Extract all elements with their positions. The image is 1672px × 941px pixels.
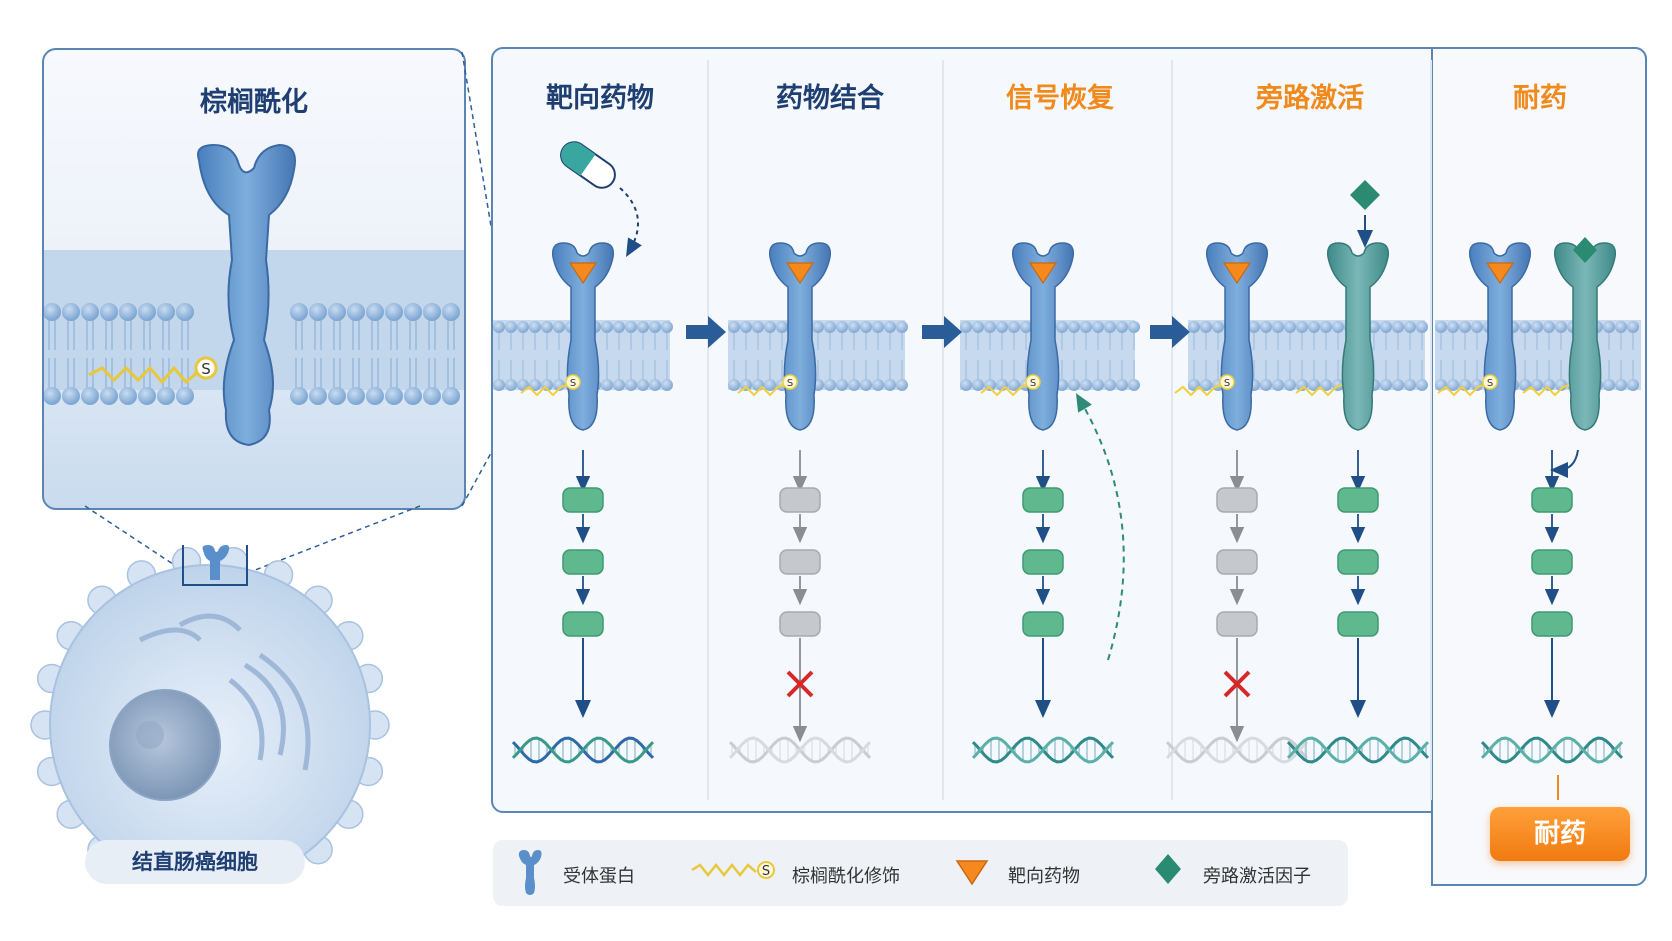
dna-helix-icon: [511, 736, 655, 764]
signal-node: [1216, 487, 1258, 513]
bypass-diamond-icon: [1350, 180, 1380, 210]
palmitoyl-chain: [980, 384, 1028, 397]
dna-helix-icon: [728, 736, 872, 764]
dna-helix-icon: [1480, 736, 1624, 764]
zoom-illustration: S: [44, 143, 464, 447]
signal-node: [1531, 487, 1573, 513]
signal-node: [779, 549, 821, 575]
palmitoyl-chain: [520, 384, 568, 397]
stage-transition-arrow: [1150, 316, 1190, 348]
drug-triangle-icon: [955, 860, 989, 886]
s-symbol: S: [1487, 378, 1493, 389]
stage-transition-arrow: [922, 316, 962, 348]
signal-node: [1216, 611, 1258, 637]
membrane-bilayer: [44, 303, 460, 405]
signal-node: [1531, 549, 1573, 575]
palmitoylation-zoom-panel: 棕榈酰化 S: [42, 48, 466, 510]
signal-cascade: [1165, 450, 1309, 764]
drug-triangle-icon: [1485, 262, 1515, 285]
signal-node: [1216, 549, 1258, 575]
palmitoyl-chain: [1295, 384, 1343, 397]
signal-cascade: [728, 450, 872, 764]
signal-node: [562, 611, 604, 637]
stage-title-targeted-drug: 靶向药物: [546, 83, 654, 114]
legend-label-drug: 靶向药物: [1008, 866, 1080, 887]
legend-label-palmitoyl: 棕榈酰化修饰: [792, 866, 900, 887]
dna-helix-icon: [1286, 736, 1430, 764]
cell-illustration: [30, 534, 390, 904]
stage-title-drug-binding: 药物结合: [776, 83, 884, 114]
receptor-protein: S: [520, 242, 615, 431]
legend-label-bypass: 旁路激活因子: [1203, 866, 1311, 887]
signal-node: [1022, 611, 1064, 637]
legend-s-symbol: S: [762, 864, 770, 879]
membrane-segment: [1435, 320, 1641, 391]
stage-title-signal-recovery: 信号恢复: [1006, 83, 1114, 114]
signal-node: [562, 487, 604, 513]
legend-label-receptor: 受体蛋白: [563, 866, 635, 887]
signal-node: [1337, 487, 1379, 513]
drug-triangle-icon: [1028, 262, 1058, 285]
zoom-panel-title: 棕榈酰化: [200, 87, 308, 118]
drug-triangle-icon: [568, 262, 598, 285]
cell-label: 结直肠癌细胞: [85, 840, 305, 884]
stage-transition-arrow: [686, 316, 726, 348]
signal-cascade: [1286, 450, 1430, 764]
signal-node: [562, 549, 604, 575]
bypass-receptor: [1295, 242, 1390, 431]
signal-node: [1022, 487, 1064, 513]
receptor-protein: S: [737, 242, 832, 431]
palmitoyl-chain: [737, 384, 785, 397]
signal-node: [779, 611, 821, 637]
block-x-icon: [1223, 670, 1251, 698]
signal-node: [1337, 611, 1379, 637]
signal-node: [779, 487, 821, 513]
receptor-protein-large: [197, 143, 296, 447]
receptor-protein: S: [980, 242, 1075, 431]
s-symbol: S: [1224, 378, 1230, 389]
palmitoyl-chain: [1437, 384, 1485, 397]
receptor-icon: [518, 850, 542, 895]
signal-node: [1531, 611, 1573, 637]
stage-title-resistance: 耐药: [1513, 83, 1567, 114]
palmitoyl-chain: [88, 365, 205, 385]
stage-title-bypass-activation: 旁路激活: [1256, 83, 1364, 114]
legend: [493, 840, 1348, 906]
bypass-diamond-icon: [1155, 854, 1181, 884]
signal-cascade: [511, 450, 655, 764]
palmitoyl-chain: [1522, 384, 1570, 397]
s-symbol: S: [201, 360, 211, 378]
block-x-icon: [786, 670, 814, 698]
drug-triangle-icon: [1222, 262, 1252, 285]
s-symbol: S: [787, 378, 793, 389]
dna-helix-icon: [1165, 736, 1309, 764]
signal-node: [1337, 549, 1379, 575]
recovery-feedback-arrow: [1075, 393, 1125, 661]
drug-capsule-icon: [560, 141, 616, 189]
signal-cascade: [1480, 450, 1624, 764]
membrane-segment: [728, 320, 908, 391]
palmitoyl-chain: [1174, 384, 1222, 397]
resistance-badge: 耐药: [1490, 807, 1630, 861]
cancer-cell: [20, 534, 400, 904]
bypass-receptor: [1522, 237, 1617, 431]
signal-cascade: [971, 450, 1115, 764]
signal-node: [1022, 549, 1064, 575]
s-symbol: S: [1030, 378, 1036, 389]
receptor-protein: S: [1174, 242, 1269, 431]
dna-helix-icon: [971, 736, 1115, 764]
palmitoyl-icon: S: [691, 861, 775, 879]
receptor-protein: S: [1437, 242, 1532, 431]
s-symbol: S: [570, 378, 576, 389]
drug-triangle-icon: [785, 262, 815, 285]
bypass-diamond-icon: [1573, 237, 1597, 263]
